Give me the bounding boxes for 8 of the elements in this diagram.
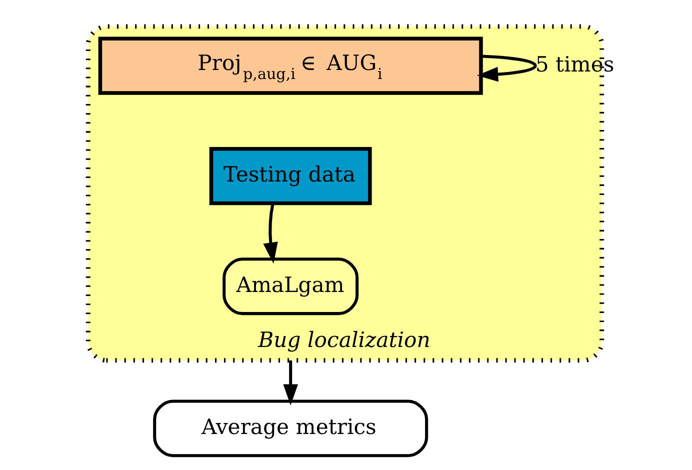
arrow xyxy=(282,360,298,406)
node-box: AmaLgam xyxy=(222,258,358,316)
node-box: Average metrics xyxy=(152,400,428,458)
edge-label: 5 times xyxy=(534,51,614,76)
arrow xyxy=(476,54,536,82)
arrow xyxy=(262,203,278,264)
node-box: Testing data xyxy=(208,146,372,206)
node-box: Proj$_{p,aug,i}$ ∈ AUG$_{i}$ xyxy=(98,36,482,95)
